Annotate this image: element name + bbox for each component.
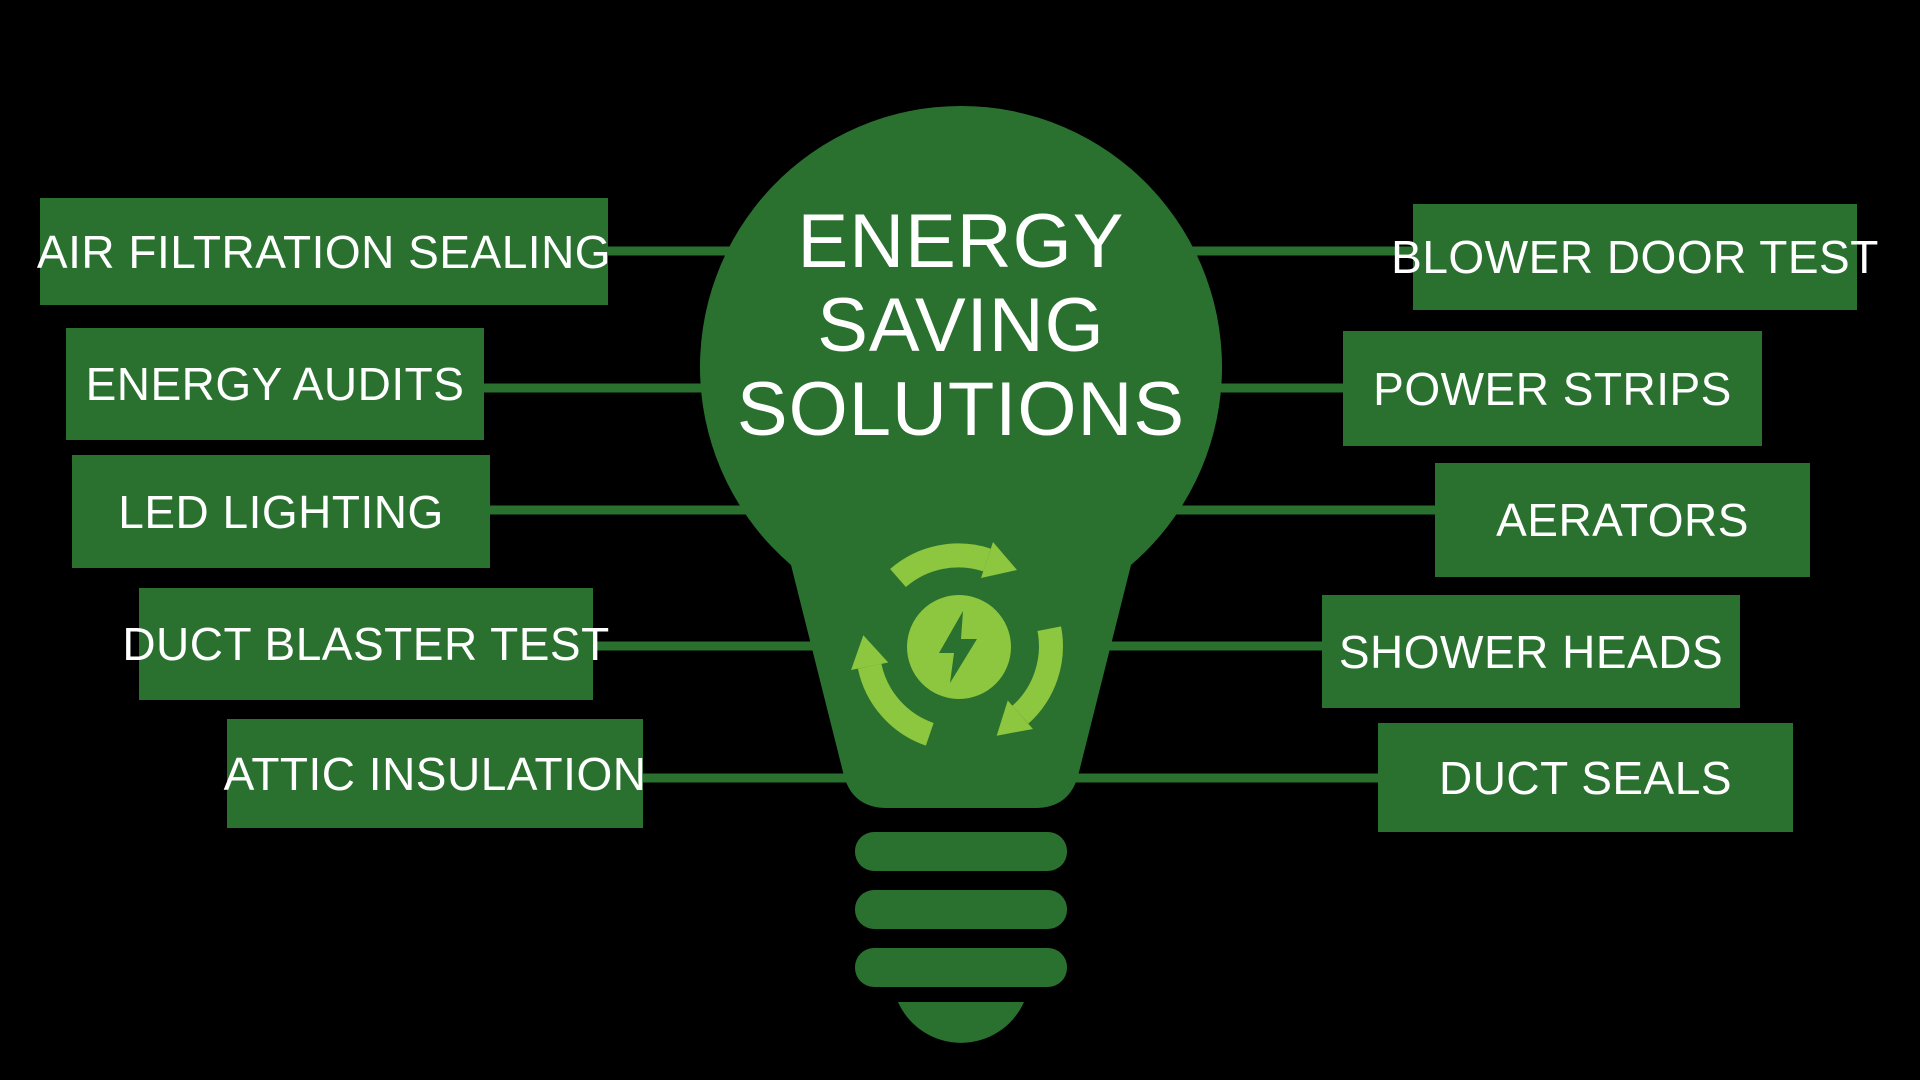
node-duct-seals: DUCT SEALS <box>1378 723 1793 832</box>
light-bulb-shape <box>699 105 1222 808</box>
node-energy-audits: ENERGY AUDITS <box>66 328 484 440</box>
node-duct-blaster-test: DUCT BLASTER TEST <box>122 588 609 700</box>
title-line: ENERGY <box>797 199 1125 284</box>
recycle-arrow-icon <box>996 626 1063 736</box>
recycle-arrow-icon <box>890 542 1017 588</box>
bulb-base-stripe <box>855 890 1067 929</box>
page-title: ENERGY SAVING SOLUTIONS <box>661 200 1261 452</box>
node-power-strips: POWER STRIPS <box>1343 331 1762 446</box>
recycle-energy-icon <box>851 542 1063 746</box>
bulb-base-stripe <box>855 832 1067 871</box>
lightning-bolt-icon <box>939 611 977 683</box>
bulb-base-cap <box>898 1002 1024 1043</box>
node-air-filtration-sealing: AIR FILTRATION SEALING <box>37 198 611 305</box>
node-led-lighting: LED LIGHTING <box>72 455 490 568</box>
recycle-arrow-icon <box>851 635 935 746</box>
node-aerators: AERATORS <box>1435 463 1810 577</box>
title-line: SOLUTIONS <box>736 367 1186 452</box>
title-line: SAVING <box>817 283 1105 368</box>
node-shower-heads: SHOWER HEADS <box>1322 595 1740 708</box>
bulb-base-stripe <box>855 948 1067 987</box>
node-blower-door-test: BLOWER DOOR TEST <box>1391 204 1878 310</box>
node-attic-insulation: ATTIC INSULATION <box>224 719 646 828</box>
